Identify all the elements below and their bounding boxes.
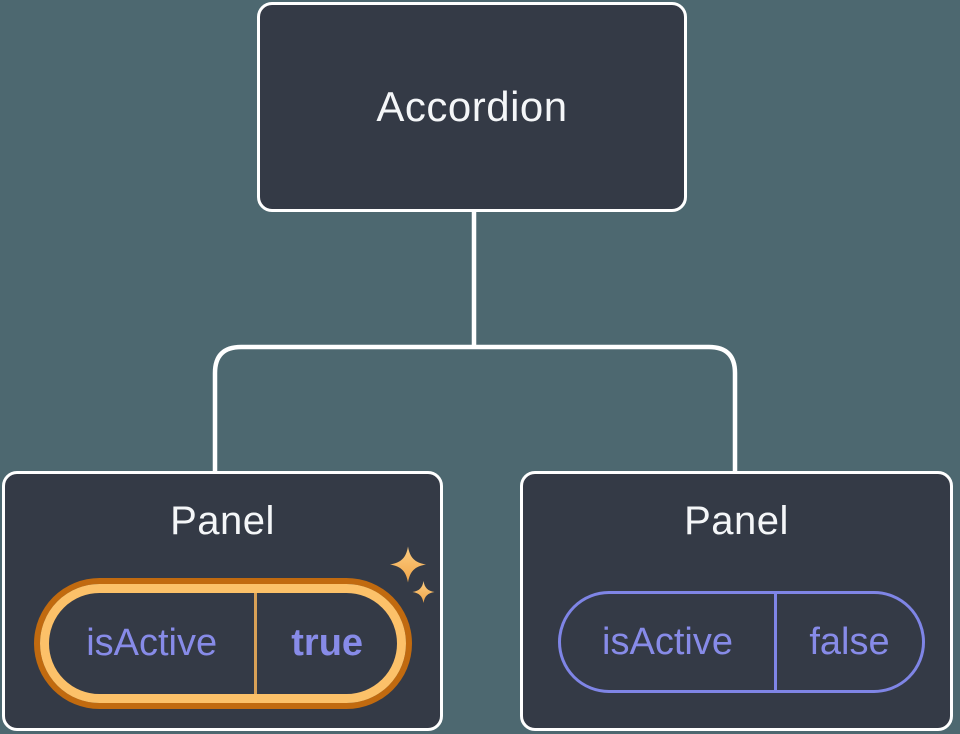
state-pill-highlighted: isActive true: [40, 584, 406, 703]
state-value-label: false: [773, 594, 922, 690]
sparkle-icon: [412, 581, 435, 603]
state-key-label: isActive: [86, 622, 218, 664]
accordion-node-label: Accordion: [376, 83, 568, 130]
panel-title: Panel: [684, 499, 789, 543]
panel-title: Panel: [170, 499, 275, 543]
state-pill: isActive false: [558, 591, 925, 693]
state-key-label: isActive: [602, 620, 733, 663]
connector-bracket: [212, 344, 738, 471]
panel-node-active: Panel isActive true: [2, 471, 443, 731]
sparkle-icon: [390, 546, 426, 583]
accordion-node: Accordion: [257, 2, 687, 212]
state-value-label: true: [254, 593, 397, 694]
panel-node-inactive: Panel isActive false: [520, 471, 953, 731]
